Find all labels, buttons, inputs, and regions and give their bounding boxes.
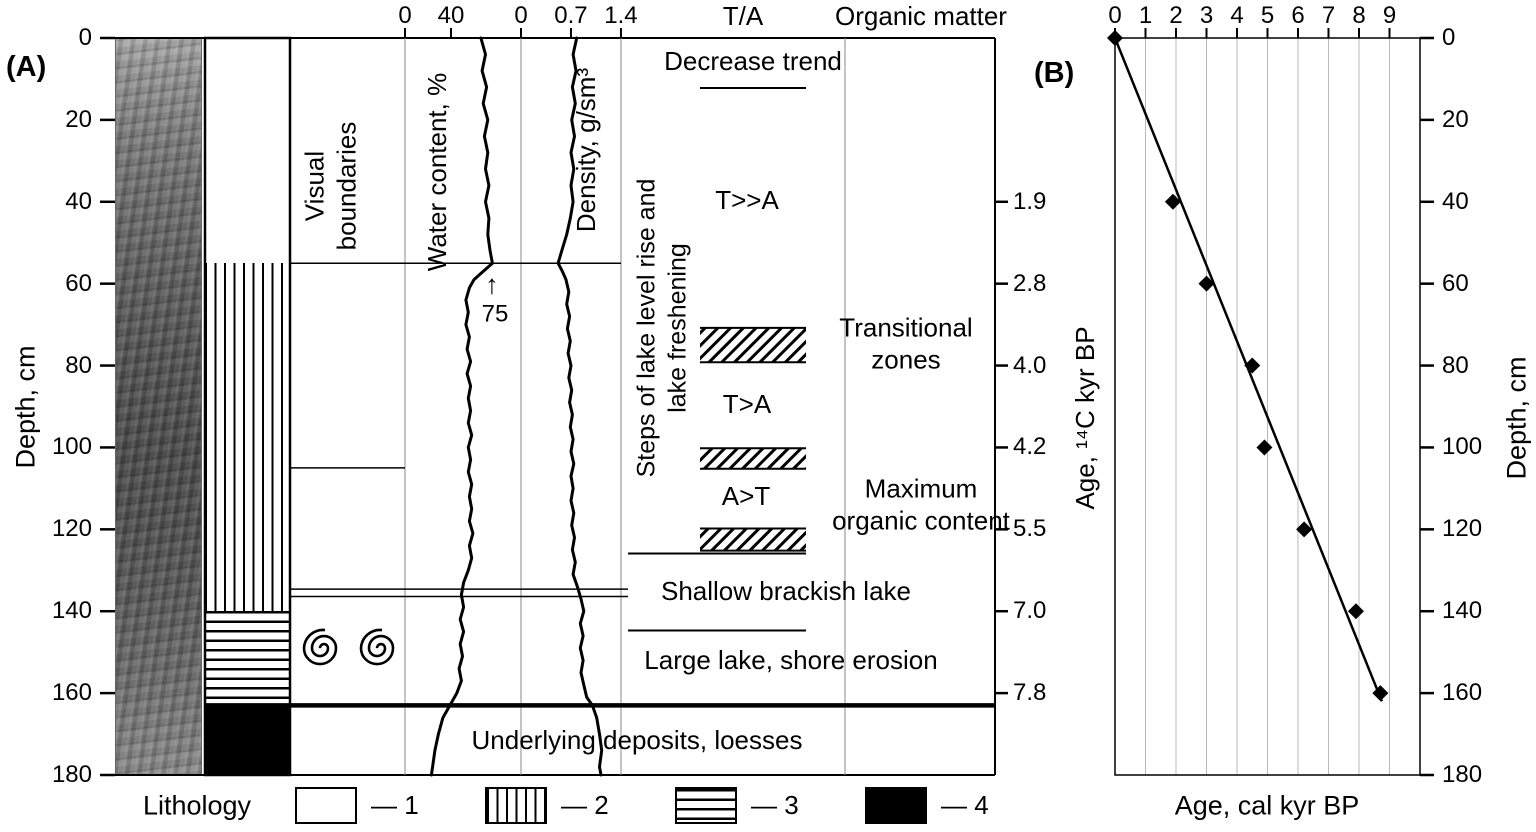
- water-axis-tick-label: 40: [437, 2, 465, 29]
- age-data-point: [1164, 193, 1181, 210]
- age-cal-tick-label: 2: [1169, 2, 1183, 29]
- age-data-point: [1107, 30, 1123, 46]
- depth-tick-label: 160: [51, 679, 92, 707]
- legend-item-3: — 3: [675, 787, 799, 824]
- age-cal-tick-label: 7: [1321, 2, 1336, 29]
- age-cal-tick-label: 3: [1199, 2, 1214, 29]
- age14c-tick-label: 7.0: [1013, 597, 1047, 625]
- gastropod-shell-icon: [302, 628, 338, 666]
- depth-tick-label: 120: [51, 515, 92, 543]
- lithology-unit-2: [205, 263, 290, 612]
- depth-tick-label-b: 180: [1442, 761, 1483, 788]
- depth-axis-label-left: Depth, cm: [10, 345, 41, 469]
- depth-tick-label: 80: [65, 351, 92, 379]
- density-axis-tick-label: 1.4: [604, 2, 638, 29]
- legend-swatch-hstripes: [675, 787, 737, 824]
- age-cal-tick-label: 9: [1382, 2, 1397, 29]
- water-peak-value: 75: [481, 300, 509, 328]
- zone-decrease-trend: Decrease trend: [664, 46, 842, 77]
- age14c-tick-label: 5.5: [1013, 515, 1047, 543]
- age-cal-tick-label: 8: [1352, 2, 1366, 29]
- legend-item-1: — 1: [295, 787, 419, 824]
- depth-tick-label: 40: [65, 187, 92, 215]
- legend-swatch-vstripes: [485, 787, 547, 824]
- zone-shallow-brackish: Shallow brackish lake: [660, 576, 912, 607]
- panel-b-frame: [1114, 37, 1421, 776]
- legend-label-2: — 2: [561, 790, 609, 820]
- water-content-axis-label: Water content, %: [422, 72, 453, 272]
- age-fit-line: [1113, 37, 1384, 702]
- ta-column-header: T/A: [722, 1, 764, 32]
- lithology-column: [205, 38, 290, 775]
- legend-label-4: — 4: [941, 790, 989, 820]
- zone-maximum-organic: Maximum organic content: [832, 473, 1010, 535]
- age-data-point: [1198, 275, 1215, 292]
- zone-t-greater-a: T>A: [722, 389, 772, 420]
- depth-tick-label-b: 80: [1442, 351, 1469, 379]
- age-cal-tick-label: 5: [1260, 2, 1275, 29]
- depth-tick-label-b: 140: [1442, 597, 1483, 625]
- legend-item-4: — 4: [865, 787, 989, 824]
- depth-tick-label-b: 0: [1442, 24, 1456, 51]
- gastropod-shell-icon: [359, 628, 395, 666]
- age-cal-tick-label: 4: [1230, 2, 1244, 29]
- legend-label-1: — 1: [371, 790, 419, 820]
- age-data-point: [1347, 603, 1364, 620]
- lithology-unit-1: [205, 38, 290, 264]
- legend-swatch-blank: [295, 787, 357, 824]
- age14c-tick-label: 4.2: [1013, 433, 1047, 461]
- depth-tick-label-b: 60: [1442, 269, 1469, 297]
- age-data-point: [1244, 357, 1261, 374]
- panel-a-label: (A): [6, 51, 47, 83]
- water-peak-arrow-icon: ↑: [485, 269, 499, 300]
- depth-tick-label: 180: [51, 761, 92, 788]
- panel-b-label: (B): [1034, 57, 1075, 89]
- visual-boundaries-label: Visual boundaries: [299, 121, 361, 251]
- legend-title: Lithology: [142, 790, 252, 821]
- density-axis-label: Density, g/sm³: [571, 67, 602, 233]
- zone-t-much-greater-a: T>>A: [715, 185, 779, 216]
- age-data-point: [1372, 685, 1389, 702]
- age14c-tick-label: 2.8: [1013, 269, 1047, 297]
- lithology-unit-4: [205, 705, 290, 775]
- zone-underlying-deposits: Underlying deposits, loesses: [471, 725, 803, 756]
- depth-tick-label-b: 120: [1442, 515, 1483, 543]
- zone-transitional: Transitional zones: [839, 312, 973, 374]
- age-14c-axis-label: Age, ¹⁴C kyr BP: [1070, 326, 1101, 510]
- age-cal-tick-label: 1: [1138, 2, 1153, 29]
- depth-tick-label: 0: [78, 24, 92, 51]
- zone-a-greater-t: A>T: [721, 481, 771, 512]
- lithology-unit-3: [205, 611, 290, 706]
- depth-tick-label: 140: [51, 597, 92, 625]
- water-axis-tick-label: 0: [398, 2, 412, 29]
- density-axis-tick-label: 0.7: [554, 2, 588, 29]
- core-photo: [115, 38, 202, 775]
- age-data-point: [1296, 521, 1313, 538]
- transition-bar: [700, 327, 806, 363]
- depth-tick-label-b: 160: [1442, 679, 1483, 707]
- steps-label: Steps of lake level rise and lake freshe…: [632, 178, 692, 478]
- depth-tick-label: 20: [65, 105, 92, 133]
- age14c-tick-label: 4.0: [1013, 351, 1047, 379]
- age14c-tick-label: 1.9: [1013, 187, 1047, 215]
- organic-matter-header: Organic matter: [835, 1, 1007, 32]
- legend-swatch-solid: [865, 787, 927, 824]
- depth-tick-label-b: 40: [1442, 187, 1469, 215]
- transition-bar: [700, 448, 806, 469]
- age14c-tick-label: 7.8: [1013, 679, 1047, 707]
- age-cal-tick-label: 6: [1291, 2, 1305, 29]
- age-cal-tick-label: 0: [1108, 2, 1122, 29]
- transition-bar: [700, 528, 806, 551]
- depth-tick-label: 60: [65, 269, 92, 297]
- depth-tick-label: 100: [51, 433, 92, 461]
- age-cal-axis-label: Age, cal kyr BP: [1174, 790, 1360, 821]
- depth-tick-label-b: 100: [1442, 433, 1483, 461]
- legend-label-3: — 3: [751, 790, 799, 820]
- legend-item-2: — 2: [485, 787, 609, 824]
- density-axis-tick-label: 0: [514, 2, 528, 29]
- zone-large-lake: Large lake, shore erosion: [644, 645, 938, 676]
- depth-tick-label-b: 20: [1442, 105, 1469, 133]
- age-data-point: [1256, 439, 1273, 456]
- depth-axis-label-right: Depth, cm: [1501, 356, 1532, 480]
